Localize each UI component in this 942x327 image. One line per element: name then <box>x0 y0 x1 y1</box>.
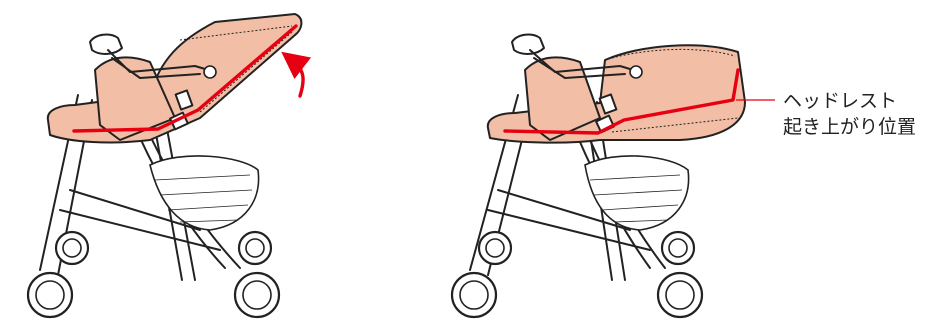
wheels-left <box>28 232 279 317</box>
stroller-right <box>452 35 775 317</box>
handle-right <box>512 35 544 54</box>
annotation-label: ヘッドレスト 起き上がり位置 <box>783 90 916 138</box>
annotation-line-1: ヘッドレスト <box>783 90 897 112</box>
wheels-right <box>452 232 702 317</box>
stroller-left <box>28 14 303 317</box>
curved-up-arrow <box>292 60 303 96</box>
annotation-line-2: 起き上がり位置 <box>783 116 916 138</box>
basket-right <box>585 156 689 230</box>
handle-left <box>90 35 122 54</box>
